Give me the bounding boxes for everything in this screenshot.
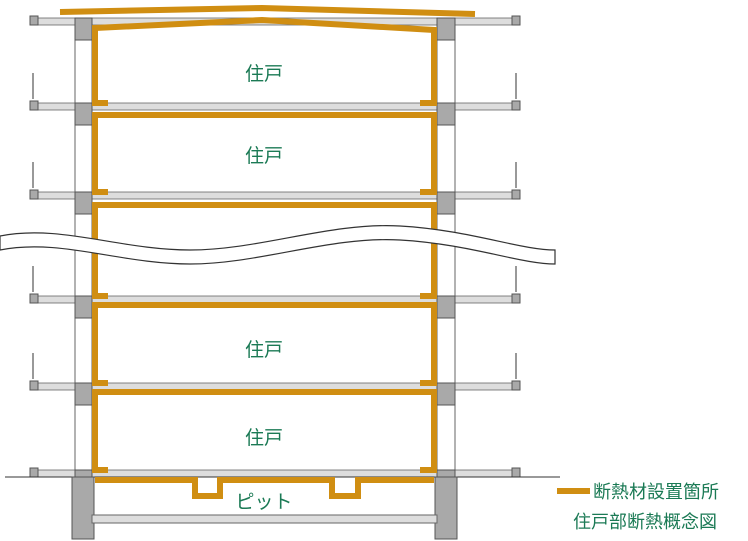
room-label: 住戸 — [245, 63, 283, 85]
room-label: 住戸 — [245, 339, 283, 361]
balcony-edge — [29, 380, 39, 391]
column — [436, 102, 456, 126]
column — [74, 102, 93, 126]
diagram-title: 住戸部断熱概念図 — [573, 512, 717, 533]
balcony-edge — [29, 467, 39, 478]
column — [74, 382, 93, 406]
right-wall — [436, 17, 456, 539]
insulation-lines — [59, 4, 476, 499]
column — [436, 382, 456, 406]
roof-insulation — [59, 4, 476, 17]
column — [436, 17, 456, 41]
legend-insulation-label: 断熱材設置箇所 — [593, 482, 719, 503]
room-insulation — [92, 389, 437, 473]
balcony-edge — [511, 293, 521, 304]
insulation-legend-swatch — [557, 488, 590, 494]
balcony-edge — [29, 15, 39, 26]
foundation — [71, 476, 95, 540]
room-insulation — [92, 16, 437, 106]
column — [436, 191, 456, 215]
column — [436, 295, 456, 319]
balcony-edge — [511, 467, 521, 478]
balcony-edge — [29, 293, 39, 304]
room-insulation — [92, 202, 437, 299]
room-insulation — [92, 302, 437, 386]
pit-insulation — [95, 477, 434, 499]
room-insulation — [92, 112, 437, 195]
base-slab — [91, 514, 438, 524]
column — [74, 191, 93, 215]
foundation — [434, 476, 458, 540]
room-label: 住戸 — [245, 427, 283, 449]
balcony-edge — [511, 100, 521, 111]
balcony-edge — [29, 189, 39, 200]
room-label: 住戸 — [245, 145, 283, 167]
break-line — [0, 225, 556, 265]
balcony-edge — [511, 380, 521, 391]
column — [74, 17, 93, 41]
balcony-edge — [511, 189, 521, 200]
left-wall — [74, 17, 93, 539]
balcony-edge — [511, 15, 521, 26]
balcony-edge — [29, 100, 39, 111]
column — [74, 295, 93, 319]
pit-label: ピット — [235, 491, 292, 513]
building-structure — [5, 15, 560, 540]
